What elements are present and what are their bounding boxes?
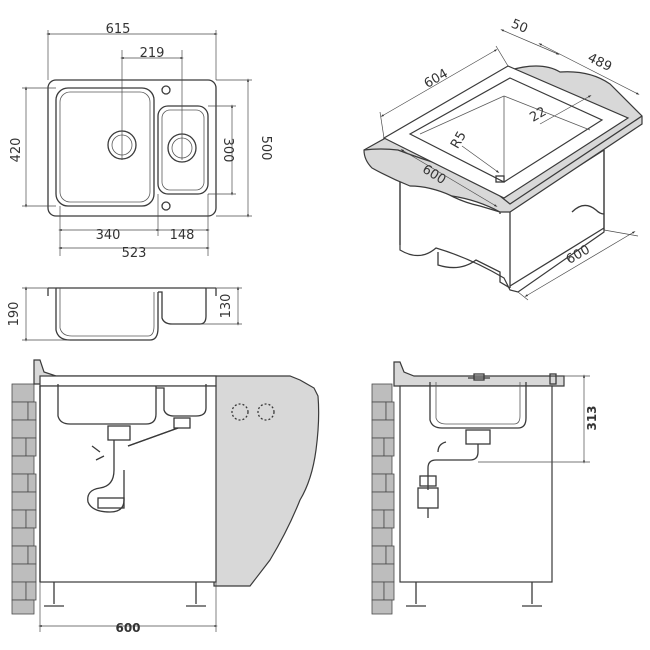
side-install-view: 313 xyxy=(371,361,599,615)
dim-500: 500 xyxy=(258,136,273,161)
dim-600-front-install: 600 xyxy=(115,621,140,635)
section-main-bowl xyxy=(55,288,159,341)
dim-420: 420 xyxy=(9,138,24,163)
dim-300: 300 xyxy=(220,138,235,163)
dim-615: 615 xyxy=(106,22,131,37)
main-bowl xyxy=(55,87,155,207)
brick-wall-right xyxy=(371,383,395,615)
dim-190: 190 xyxy=(7,302,22,327)
dim-130: 130 xyxy=(219,294,234,319)
countertop-front xyxy=(33,359,320,587)
front-install-view: 600 xyxy=(11,359,320,635)
dim-r5: R5 xyxy=(448,129,470,151)
isometric-view: 604 50 489 22 R5 600 600 xyxy=(363,17,643,301)
front-main-bowl xyxy=(57,384,157,425)
section-view: 190 130 xyxy=(7,286,242,342)
siphon-plumbing xyxy=(87,417,191,513)
plan-view: 615 219 500 300 420 340 148 523 xyxy=(9,22,273,261)
side-siphon xyxy=(417,429,491,518)
brick-wall-left xyxy=(11,383,37,615)
dim-50: 50 xyxy=(509,17,530,37)
cabinet-front xyxy=(39,385,217,583)
overflow-hole xyxy=(161,201,171,211)
side-cabinet xyxy=(399,385,553,583)
dim-219: 219 xyxy=(140,46,165,61)
section-small-bowl xyxy=(158,288,207,325)
dim-604: 604 xyxy=(422,66,451,91)
dim-22: 22 xyxy=(527,104,549,125)
dim-523: 523 xyxy=(122,246,147,261)
dim-489: 489 xyxy=(585,51,614,75)
main-bowl-inner xyxy=(59,91,151,203)
dim-313: 313 xyxy=(585,405,599,430)
side-bowl xyxy=(429,382,527,429)
wall-outlet-2 xyxy=(257,403,275,421)
dim-148: 148 xyxy=(170,228,195,243)
dim-340: 340 xyxy=(96,228,121,243)
small-bowl-inner xyxy=(161,109,205,191)
sink-outline xyxy=(47,79,217,217)
small-bowl xyxy=(157,105,209,195)
tap-hole xyxy=(161,85,171,95)
wall-outlet-1 xyxy=(231,403,249,421)
front-small-bowl xyxy=(156,384,207,417)
